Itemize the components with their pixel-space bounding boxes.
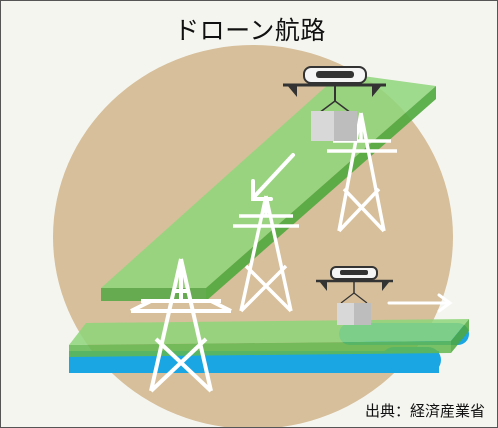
diagram-title: ドローン航路 <box>174 16 326 45</box>
package-icon <box>337 303 371 325</box>
source-credit: 出典：経済産業省 <box>364 402 485 420</box>
power-tower-icon <box>130 258 232 393</box>
arrow-icon <box>387 293 453 313</box>
horizontal-route <box>69 319 469 357</box>
drone-icon <box>283 66 386 114</box>
drone-icon <box>316 266 393 304</box>
package-icon <box>311 111 357 141</box>
arrow-icon <box>251 153 295 201</box>
power-tower-icon <box>233 195 299 313</box>
power-tower-icon <box>327 112 397 233</box>
